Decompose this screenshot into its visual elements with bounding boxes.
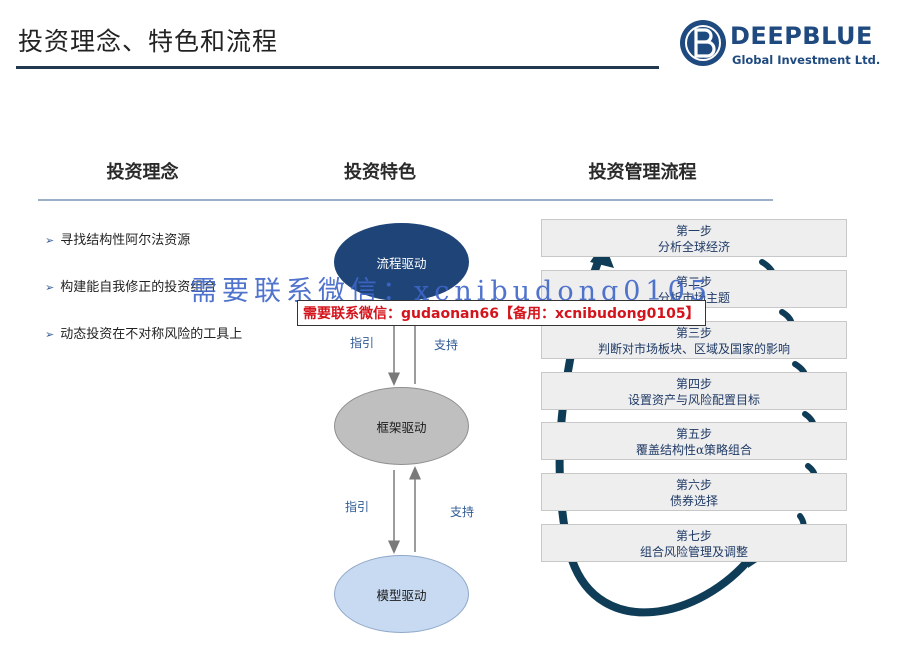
support-label: 支持	[450, 505, 475, 519]
philosophy-item: ➢构建能自我修正的投资组合	[45, 280, 217, 295]
guide-label: 指引	[350, 336, 375, 350]
heading-divider	[38, 199, 773, 201]
bullet-arrow-icon: ➢	[45, 281, 55, 294]
process-step-3: 第三步判断对市场板块、区域及国家的影响	[541, 321, 847, 359]
title-divider	[16, 66, 659, 69]
process-step-5: 第五步覆盖结构性α策略组合	[541, 422, 847, 460]
logo-mark-icon	[680, 20, 726, 66]
watermark-banner: 需要联系微信：gudaonan66【备用：xcnibudong0105】	[297, 300, 706, 326]
support-label: 支持	[434, 338, 459, 352]
column-heading-features: 投资特色	[344, 162, 416, 183]
page-title: 投资理念、特色和流程	[18, 27, 279, 56]
column-heading-philosophy: 投资理念	[106, 162, 179, 183]
framework-driven-oval: 框架驱动	[334, 387, 469, 465]
philosophy-item: ➢寻找结构性阿尔法资源	[45, 233, 191, 248]
process-step-7: 第七步组合风险管理及调整	[541, 524, 847, 562]
model-driven-oval: 模型驱动	[334, 555, 469, 633]
bullet-arrow-icon: ➢	[45, 328, 55, 341]
process-step-6: 第六步债券选择	[541, 473, 847, 511]
process-step-1: 第一步分析全球经济	[541, 219, 847, 257]
company-logo: DEEPBLUE Global Investment Ltd.	[678, 18, 893, 72]
process-step-4: 第四步设置资产与风险配置目标	[541, 372, 847, 410]
philosophy-item: ➢动态投资在不对称风险的工具上	[45, 327, 243, 342]
logo-subtitle: Global Investment Ltd.	[732, 53, 881, 67]
process-driven-oval: 流程驱动	[334, 223, 469, 301]
bullet-arrow-icon: ➢	[45, 234, 55, 247]
guide-label: 指引	[345, 500, 370, 514]
column-heading-process: 投资管理流程	[588, 162, 697, 183]
logo-brand-text: DEEPBLUE	[730, 22, 873, 50]
